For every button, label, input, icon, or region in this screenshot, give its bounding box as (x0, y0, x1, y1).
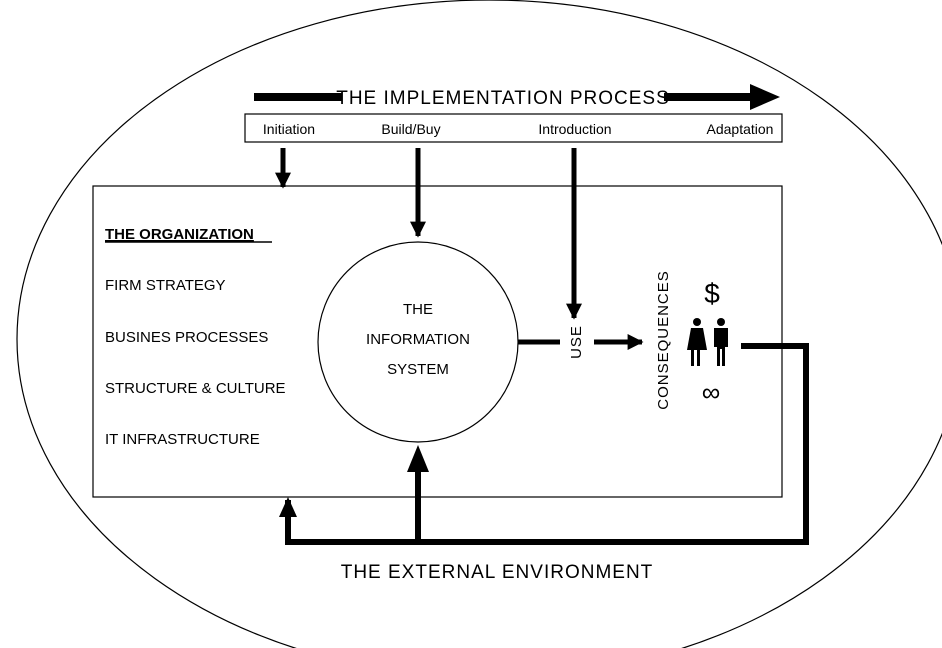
phase-bar (244, 113, 783, 143)
feedback-arrowhead-organization (279, 497, 297, 517)
is-line-3: SYSTEM (387, 361, 449, 378)
external-environment-ellipse (16, 0, 942, 648)
is-line-2: INFORMATION (366, 331, 470, 348)
phase-adaptation: Adaptation (707, 121, 774, 137)
consequences-label: CONSEQUENCES (655, 270, 672, 410)
phase-initiation: Initiation (263, 121, 315, 137)
process-arrowhead (750, 84, 780, 110)
is-line-1: THE (403, 301, 433, 318)
feedback-loop (285, 343, 809, 545)
org-item-firm-strategy: FIRM STRATEGY (105, 277, 226, 294)
feedback-arrowhead-system (407, 445, 429, 472)
external-environment-label: THE EXTERNAL ENVIRONMENT (341, 562, 654, 583)
phase-introduction: Introduction (538, 121, 611, 137)
use-label: USE (568, 325, 585, 359)
organization-heading: THE ORGANIZATION (105, 226, 254, 243)
man-woman-icon (687, 318, 728, 366)
implementation-title: THE IMPLEMENTATION PROCESS (336, 88, 670, 109)
dollar-icon: $ (704, 278, 720, 309)
org-item-it-infrastructure: IT INFRASTRUCTURE (105, 431, 260, 448)
phase-build-buy: Build/Buy (381, 121, 440, 137)
infinity-icon: ∞ (702, 377, 721, 407)
org-item-business-processes: BUSINES PROCESSES (105, 329, 268, 346)
org-item-structure-culture: STRUCTURE & CULTURE (105, 380, 286, 397)
